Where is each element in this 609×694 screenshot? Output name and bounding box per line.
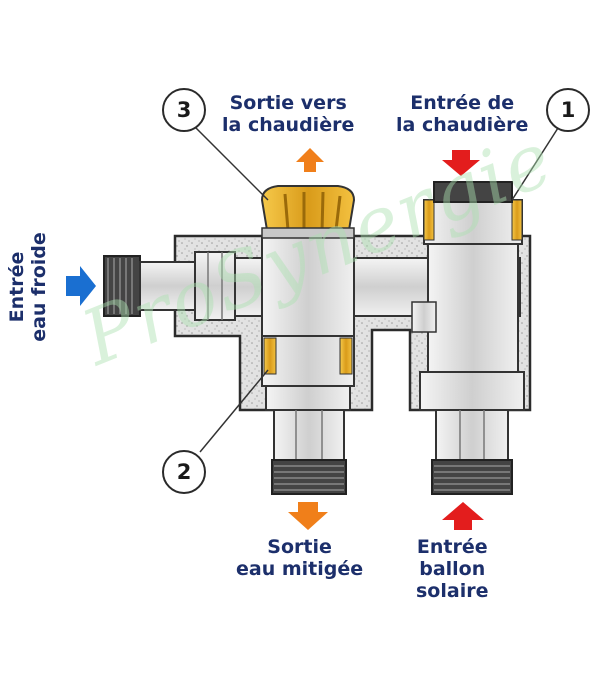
- callout-1: 1: [546, 88, 590, 132]
- label-solar-tank-inlet: Entrée ballon solaire: [416, 536, 489, 602]
- cold-inlet-arrow: [66, 266, 96, 306]
- cold-inlet-fitting: [139, 261, 196, 311]
- boiler-inlet-arrow: [442, 150, 480, 176]
- boiler-outlet-arrow: [296, 148, 324, 172]
- solar-inlet-fitting: [435, 409, 509, 461]
- right-brass-insert: [423, 199, 435, 241]
- callout-3: 3: [162, 88, 206, 132]
- solar-inlet-arrow: [442, 502, 484, 530]
- boiler-inlet-thread: [433, 181, 513, 203]
- callout-1-leader: [511, 127, 559, 201]
- callout-2-leader: [199, 369, 269, 453]
- mixed-outlet-arrow: [288, 502, 328, 530]
- left-brass-insert: [263, 337, 277, 375]
- label-mixed-water-outlet: Sortie eau mitigée: [236, 536, 364, 580]
- label-boiler-outlet: Sortie vers la chaudière: [222, 92, 355, 136]
- mixed-outlet-thread: [271, 459, 347, 495]
- callout-3-leader: [195, 127, 269, 201]
- left-valve-column: [261, 235, 355, 337]
- label-boiler-inlet: Entrée de la chaudière: [396, 92, 529, 136]
- cold-inlet-nut: [194, 251, 236, 321]
- label-cold-water-inlet: Entrée eau froide: [6, 232, 50, 342]
- mixed-outlet-fitting: [273, 409, 345, 461]
- callout-2: 2: [162, 450, 206, 494]
- solar-inlet-thread: [431, 459, 513, 495]
